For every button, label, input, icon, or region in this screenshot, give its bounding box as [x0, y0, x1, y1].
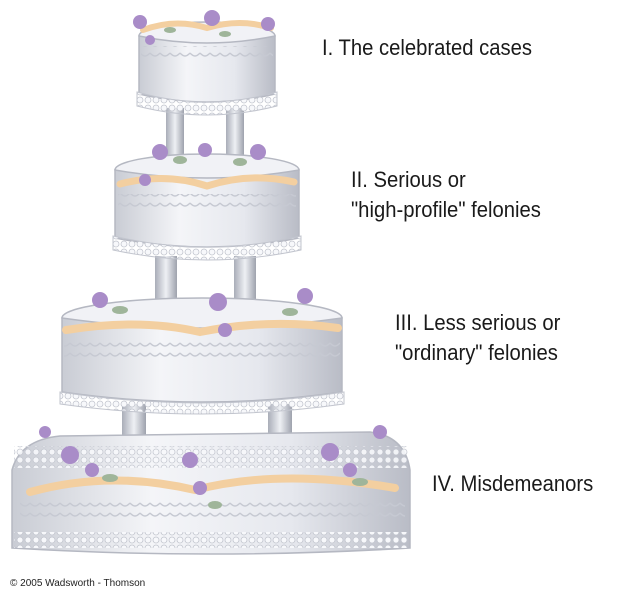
tier-1-label-line-1: I. The celebrated cases — [322, 35, 533, 60]
cake-tier-3 — [59, 288, 345, 415]
tier-2-label-line-1: II. Serious or — [351, 167, 466, 192]
tier-3-label: III. Less serious or "ordinary" felonies — [395, 308, 560, 368]
cake-tier-4 — [11, 425, 411, 555]
cake-tier-2 — [112, 143, 302, 261]
tier-4-label: IV. Misdemeanors — [432, 469, 593, 499]
tier-4-label-line-1: IV. Misdemeanors — [432, 471, 594, 496]
tier-2-label-line-2: "high-profile" felonies — [351, 197, 541, 222]
copyright-notice: © 2005 Wadsworth - Thomson — [10, 578, 146, 589]
tier-3-label-line-2: "ordinary" felonies — [395, 340, 558, 365]
cake-tier-1 — [133, 10, 278, 116]
tier-2-label: II. Serious or "high-profile" felonies — [351, 165, 541, 225]
tier-3-label-line-1: III. Less serious or — [395, 310, 561, 335]
tier-1-label: I. The celebrated cases — [322, 33, 532, 63]
